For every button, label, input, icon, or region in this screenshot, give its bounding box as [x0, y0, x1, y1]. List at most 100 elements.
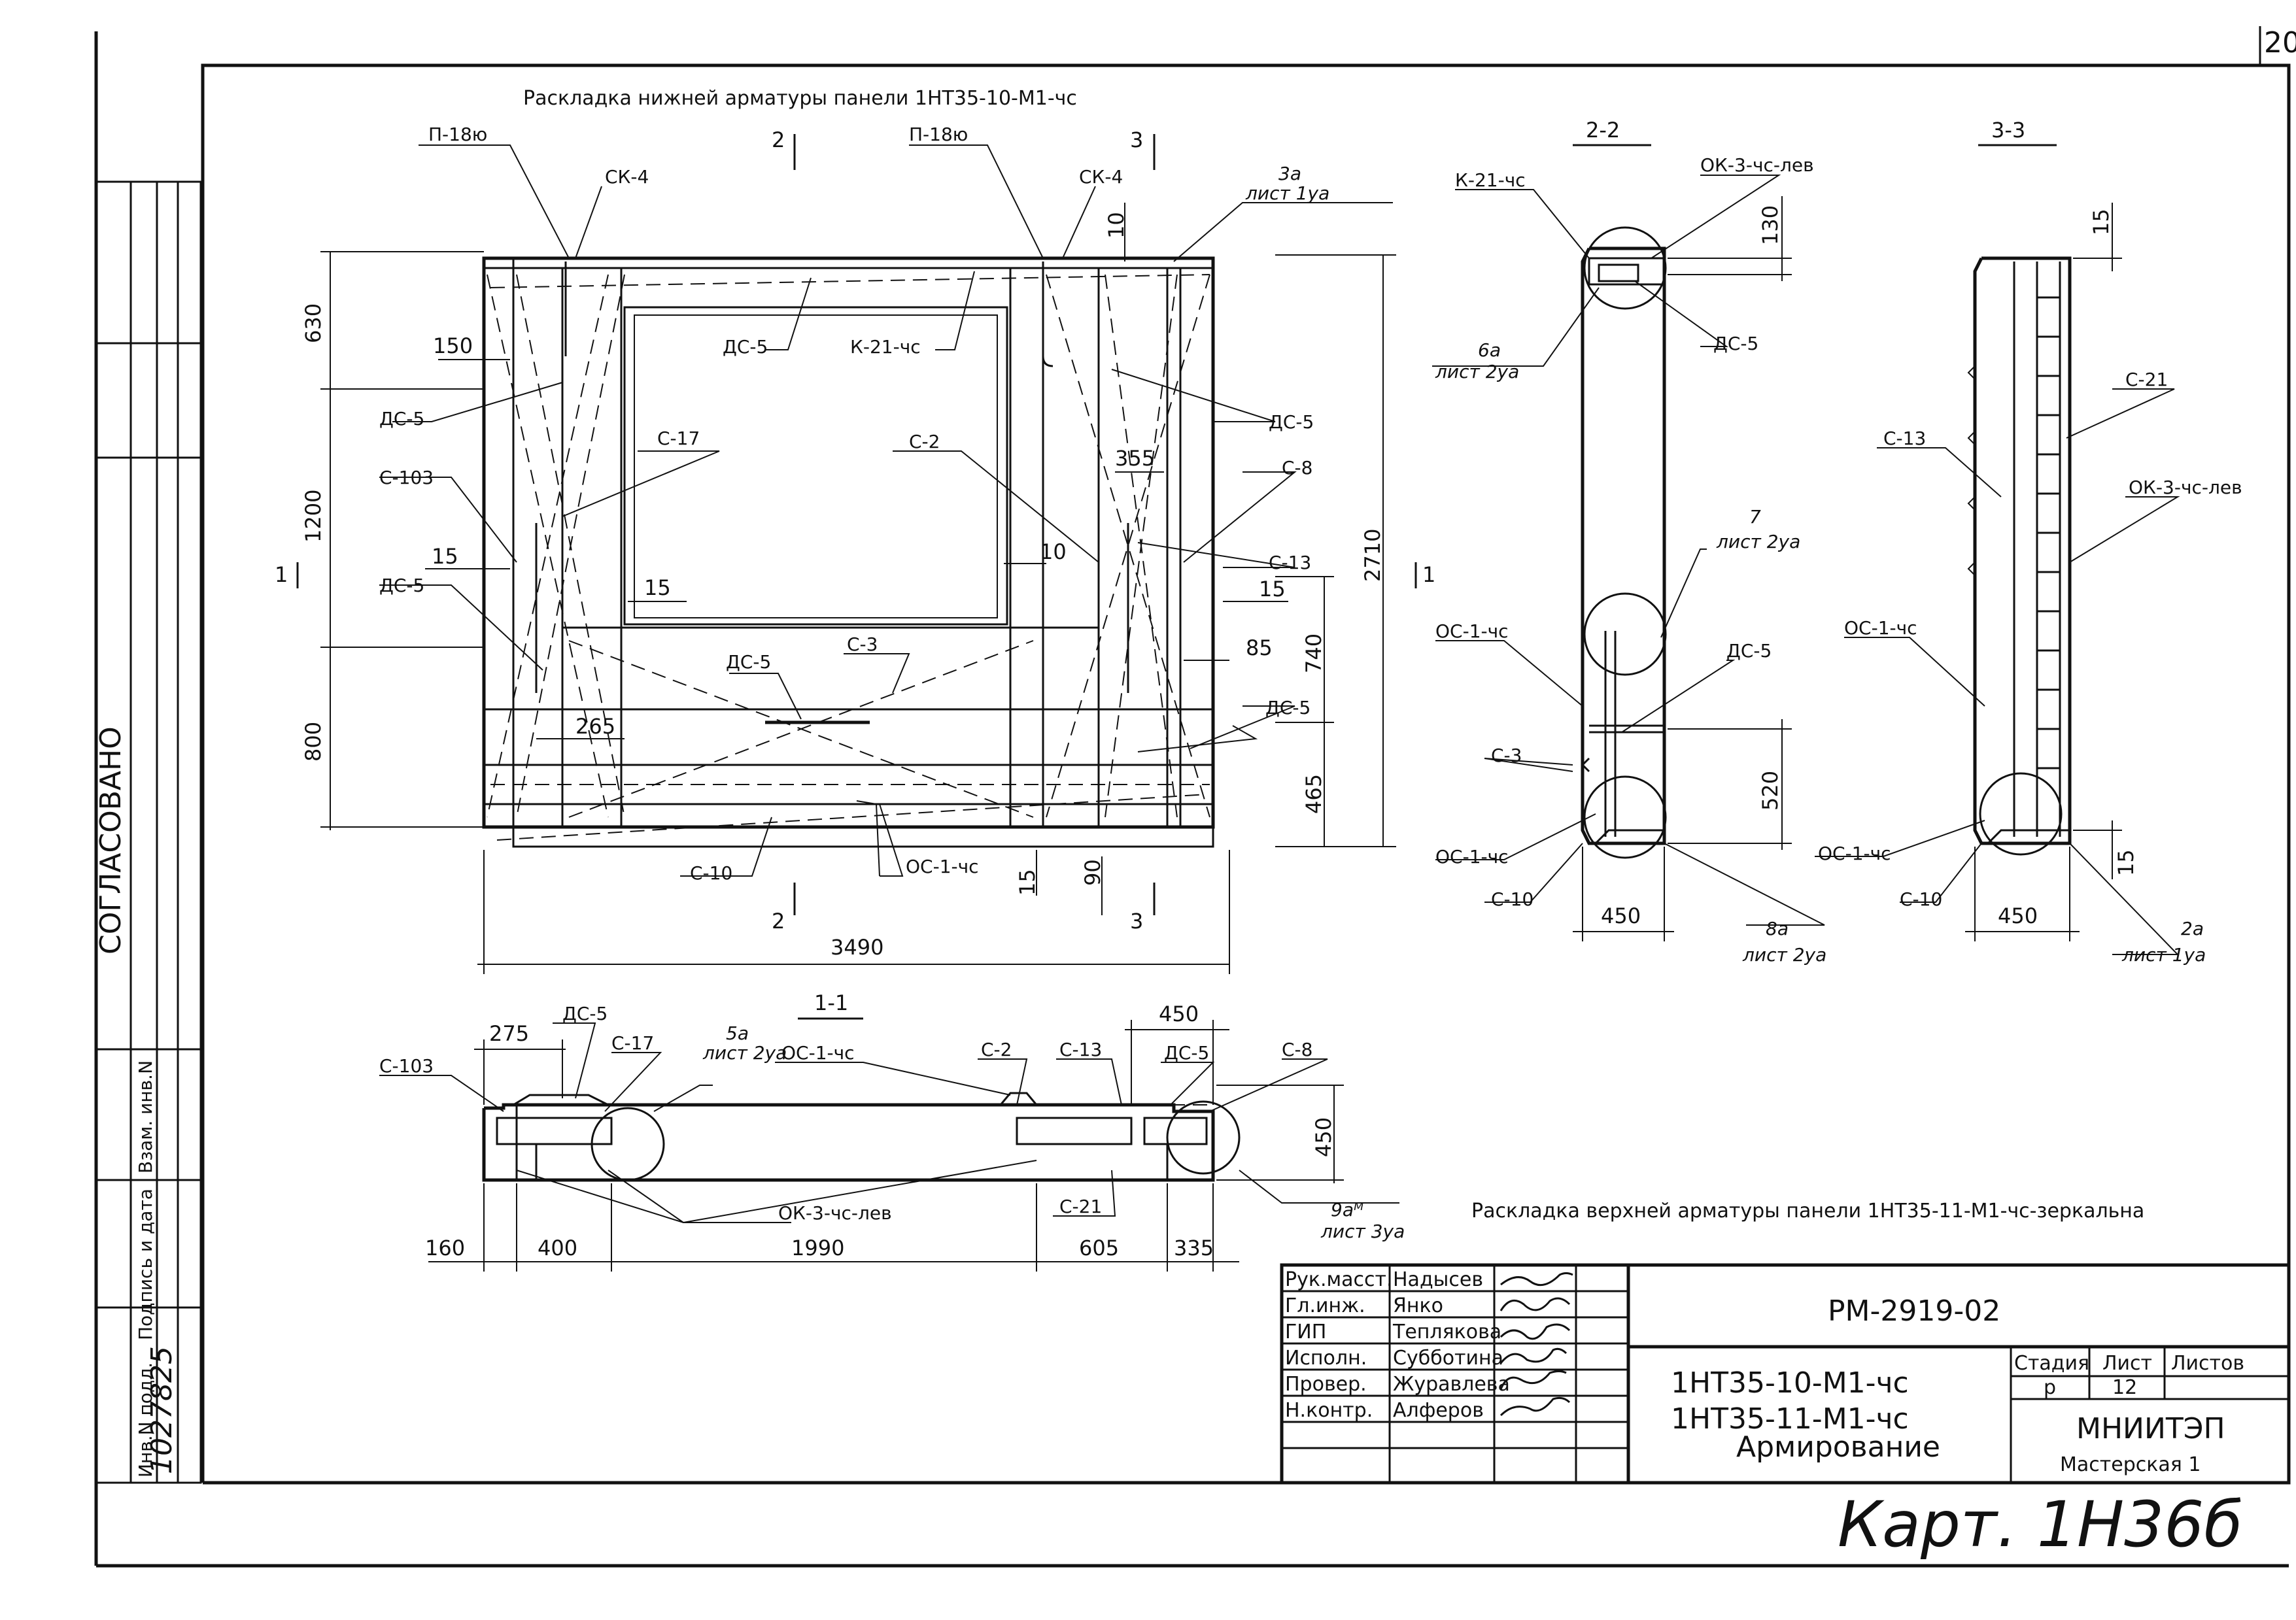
dim-right-465: 465: [1301, 774, 1326, 814]
s22-sheet-ref-6: 6а: [1478, 339, 1501, 361]
tb-col-sheets: Листов: [2171, 1352, 2244, 1375]
section-mark-3-top: 3: [1130, 127, 1143, 152]
dim-inner-15-a: 15: [432, 544, 458, 569]
tb-role-4: Провер.: [1285, 1373, 1367, 1396]
s11-label-s17: С-17: [611, 1032, 654, 1054]
section-3-3-title: 3-3: [1991, 118, 2025, 143]
dim-inner-15-b: 15: [644, 575, 671, 600]
tb-role-0: Рук.масст.: [1285, 1268, 1393, 1291]
signature-date-label: Подпись и дата: [135, 1189, 156, 1340]
s33-dim-15-bottom: 15: [2114, 849, 2138, 876]
dim-inner-150: 150: [433, 333, 473, 358]
s22-dim-450: 450: [1601, 903, 1641, 928]
tb-product-2: 1НТ35-11-М1-чс: [1671, 1402, 1909, 1436]
s22-sheet-ref-8-sub: лист 2уа: [1742, 944, 1826, 966]
tb-doc-code: РМ-2919-02: [1828, 1294, 2000, 1328]
section-1-1-view: [482, 1092, 1241, 1182]
main-dimensions: [296, 134, 1417, 974]
s11-label-ds5-left: ДС-5: [562, 1003, 608, 1024]
tb-name-0: Надысев: [1393, 1268, 1483, 1291]
s22-label-ds5-mid: ДС-5: [1726, 640, 1772, 662]
dim-inner-15-d: 15: [1015, 869, 1040, 896]
s22-sheet-ref-7-sub: лист 2уа: [1716, 531, 1800, 552]
s33-dim-15-top: 15: [2089, 209, 2114, 235]
s22-label-ok3: ОК-3-чс-лев: [1700, 154, 1814, 176]
s11-label-os1: ОС-1-чс: [781, 1042, 855, 1064]
s33-label-s10: С-10: [1900, 888, 1942, 910]
s33-label-s13: С-13: [1883, 428, 1926, 449]
s11-sheet-ref-9-sub: лист 3уа: [1320, 1221, 1405, 1242]
s11-dim-335: 335: [1174, 1236, 1214, 1260]
main-label-ds5-left-lower: ДС-5: [379, 575, 424, 596]
tb-role-1: Гл.инж.: [1285, 1294, 1365, 1317]
main-label-sk4-left: СК-4: [605, 166, 649, 188]
s22-label-k21: К-21-чс: [1455, 169, 1526, 191]
tb-product-1: 1НТ35-10-М1-чс: [1671, 1366, 1909, 1400]
s33-sheet-ref-2-sub: лист 1уа: [2121, 944, 2206, 966]
s22-label-ds5-top: ДС-5: [1713, 333, 1758, 354]
inv-number: 1027825: [145, 1346, 179, 1474]
section-mark-2-top: 2: [772, 127, 785, 152]
s11-dim-275: 275: [489, 1021, 529, 1046]
dim-left-800: 800: [301, 722, 326, 762]
s22-label-os1-bottom: ОС-1-чс: [1435, 846, 1509, 868]
main-label-ds5-top: ДС-5: [723, 336, 768, 358]
section-2-2-view: [1581, 226, 1667, 859]
tb-sheet-value: 12: [2112, 1376, 2137, 1399]
dim-overall-3490: 3490: [831, 935, 883, 960]
s11-label-s103: С-103: [379, 1055, 434, 1077]
dim-right-740: 740: [1301, 633, 1326, 673]
main-sheet-ref-sub: лист 1уа: [1245, 182, 1329, 204]
tb-role-3: Исполн.: [1285, 1347, 1367, 1370]
s33-sheet-ref-2: 2а: [2181, 918, 2204, 939]
title-block-grid: [1280, 1263, 2291, 1485]
section-2-2-leaders: [1432, 175, 1825, 926]
tb-sheet-title: Армирование: [1736, 1430, 1940, 1464]
section-1-1-leaders: [379, 1022, 1399, 1223]
section-1-1-dimensions: [428, 1020, 1344, 1272]
tb-workshop: Мастерская 1: [2060, 1453, 2201, 1476]
dim-inner-10-b: 10: [1104, 212, 1129, 239]
main-sheet-ref: 3а: [1278, 163, 1301, 184]
tb-stage-value: р: [2044, 1376, 2056, 1399]
s11-label-s13: С-13: [1059, 1039, 1102, 1060]
main-label-s8: С-8: [1282, 457, 1312, 479]
main-label-s13: С-13: [1269, 552, 1311, 573]
s22-label-s3: С-3: [1491, 745, 1522, 766]
dim-left-630: 630: [301, 303, 326, 343]
s11-dim-605: 605: [1079, 1236, 1119, 1260]
top-layout-title: Раскладка верхней арматуры панели 1НТ35-…: [1471, 1200, 2144, 1223]
s11-dim-400: 400: [538, 1236, 577, 1260]
main-label-s3: С-3: [847, 633, 878, 655]
tb-role-2: ГИП: [1285, 1321, 1326, 1343]
sheet-number: 20: [2264, 26, 2296, 59]
main-label-ds5-right: ДС-5: [1269, 411, 1314, 433]
s22-dim-520: 520: [1758, 771, 1783, 811]
s11-dim-450-height: 450: [1311, 1117, 1336, 1157]
tb-col-stage: Стадия: [2014, 1352, 2089, 1375]
section-3-3-leaders: [1815, 388, 2180, 955]
s22-sheet-ref-7: 7: [1749, 506, 1761, 528]
main-label-s103: С-103: [379, 467, 434, 488]
s33-label-os1-mid: ОС-1-чс: [1844, 617, 1917, 639]
s11-sheet-ref-5: 5а: [726, 1022, 749, 1044]
inv-original-label: Инв.N подл.: [135, 1362, 156, 1477]
tb-col-sheet: Лист: [2102, 1352, 2152, 1375]
tb-name-5: Алферов: [1393, 1399, 1484, 1422]
s22-dim-130: 130: [1758, 205, 1783, 245]
dim-inner-265: 265: [575, 714, 615, 739]
ladder-rungs: [2037, 296, 2060, 769]
main-label-s2: С-2: [909, 431, 940, 452]
main-label-p18-right: П-18ю: [909, 124, 968, 145]
section-mark-3-bottom: 3: [1130, 909, 1143, 934]
section-mark-2-bottom: 2: [772, 909, 785, 934]
section-1-1-title: 1-1: [814, 990, 848, 1015]
section-mark-1-left: 1: [275, 562, 288, 587]
tb-name-2: Теплякова: [1392, 1321, 1501, 1343]
s11-label-ds5-right: ДС-5: [1164, 1042, 1209, 1064]
s22-label-os1-mid: ОС-1-чс: [1435, 620, 1509, 642]
agreed-stamp-label: СОГЛАСОВАНО: [94, 726, 128, 954]
tb-name-4: Журавлева: [1393, 1373, 1510, 1396]
s33-dim-450: 450: [1998, 903, 2038, 928]
